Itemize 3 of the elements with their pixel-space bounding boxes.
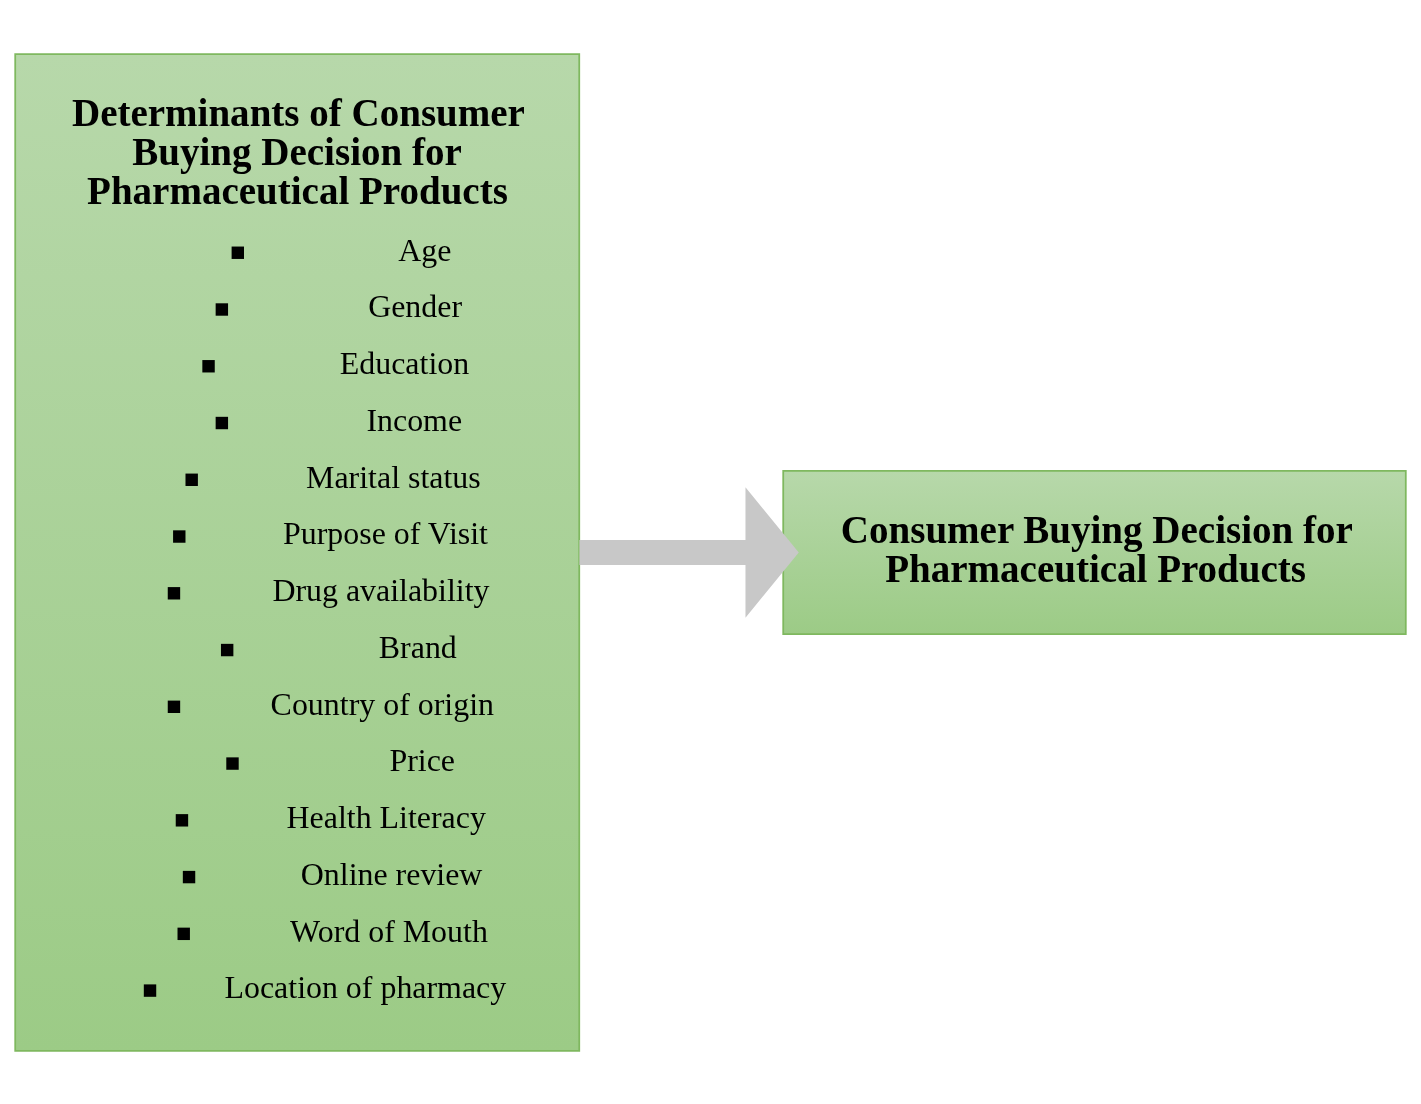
arrow [579,486,799,618]
node-box: Consumer Buying Decision for Pharmaceutical Products [782,469,1407,635]
node-box: Determinants of Consumer Buying Decision for Pharmaceutical Products Age Gender Education Income Marital status Purpose of Visit Drug availability Brand Country of origin Price Health Literacy Online review Word of Mouth Location of pharmacy [14,52,581,1052]
